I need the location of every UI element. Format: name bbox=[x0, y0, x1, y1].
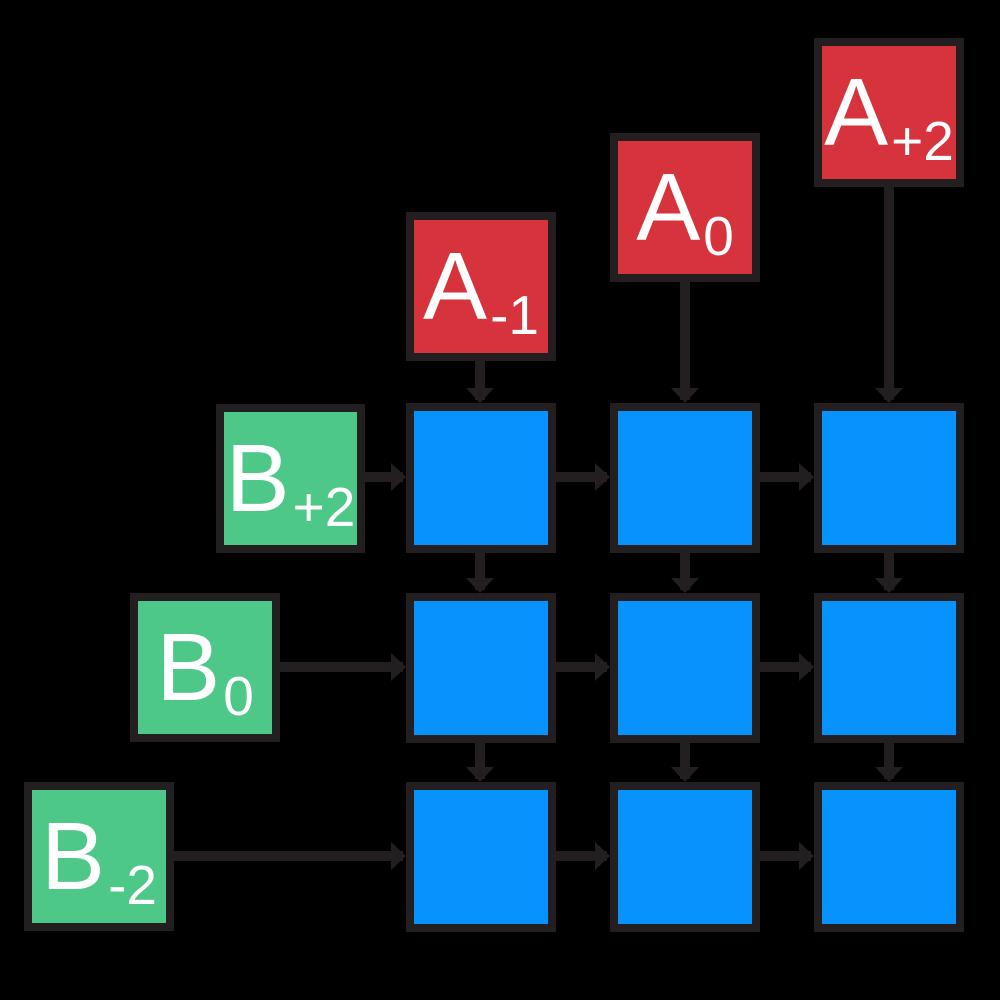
node-a-plus2-base: A bbox=[824, 58, 889, 166]
node-a-0-base: A bbox=[636, 153, 701, 261]
cell-r2-c3 bbox=[814, 593, 964, 743]
node-b-minus2: B -2 bbox=[24, 782, 174, 931]
node-b-0-label: B 0 bbox=[156, 613, 254, 724]
node-a-0-subscript: 0 bbox=[703, 205, 734, 267]
node-b-plus2-label: B +2 bbox=[225, 424, 356, 535]
node-a-minus1-base: A bbox=[423, 232, 488, 340]
node-a-plus2: A +2 bbox=[814, 38, 964, 187]
cell-r2-c2 bbox=[610, 593, 760, 743]
node-b-minus2-base: B bbox=[41, 802, 106, 910]
node-b-plus2-subscript: +2 bbox=[292, 476, 356, 538]
node-a-minus1: A -1 bbox=[406, 212, 556, 361]
node-b-0-subscript: 0 bbox=[223, 665, 254, 727]
node-a-0-label: A 0 bbox=[636, 153, 734, 264]
cell-r3-c1 bbox=[406, 782, 556, 932]
node-b-plus2-base: B bbox=[225, 424, 290, 532]
node-a-plus2-subscript: +2 bbox=[891, 110, 954, 172]
node-b-0: B 0 bbox=[130, 593, 280, 742]
node-a-minus1-label: A -1 bbox=[423, 232, 539, 343]
cell-r1-c3 bbox=[814, 403, 964, 553]
node-a-plus2-label: A +2 bbox=[824, 58, 954, 169]
node-b-minus2-subscript: -2 bbox=[108, 854, 157, 916]
node-a-minus1-subscript: -1 bbox=[490, 284, 539, 346]
node-b-minus2-label: B -2 bbox=[41, 802, 157, 913]
node-a-0: A 0 bbox=[610, 133, 760, 282]
cell-r2-c1 bbox=[406, 593, 556, 743]
cell-r1-c2 bbox=[610, 403, 760, 553]
cell-r3-c2 bbox=[610, 782, 760, 932]
node-b-plus2: B +2 bbox=[216, 404, 365, 553]
cell-r1-c1 bbox=[406, 403, 556, 553]
node-b-0-base: B bbox=[156, 613, 221, 721]
cell-r3-c3 bbox=[814, 782, 964, 932]
